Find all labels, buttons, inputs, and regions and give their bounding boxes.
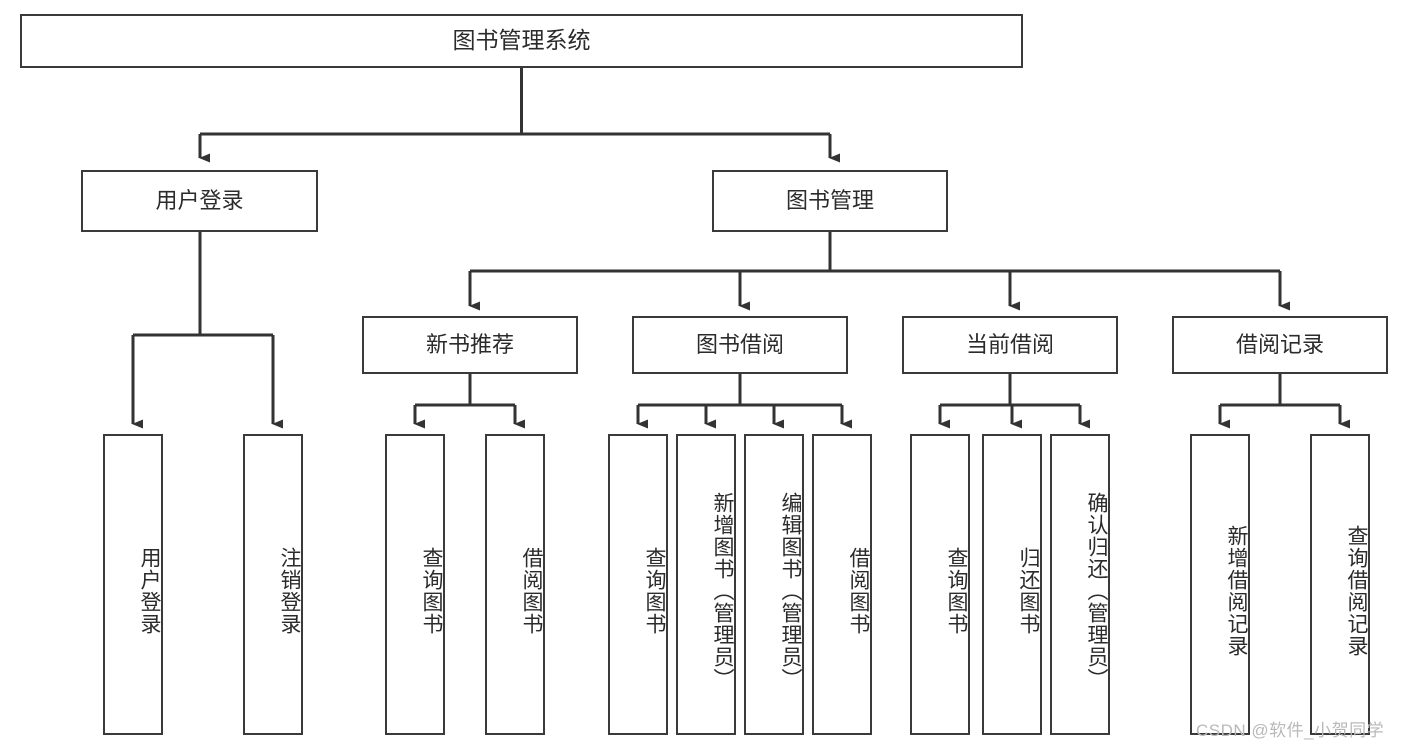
node-root[interactable]: 图书管理系统 xyxy=(20,14,1023,68)
node-leaf-query-book-2-label: 查询图书 xyxy=(643,546,666,635)
node-leaf-query-book-1[interactable]: 查询图书 xyxy=(385,434,445,735)
node-leaf-query-book-2[interactable]: 查询图书 xyxy=(608,434,668,735)
csdn-watermark: CSDN @软件_小贺同学 xyxy=(1196,721,1385,740)
node-leaf-edit-book[interactable]: 编辑图书（管理员） xyxy=(744,434,804,735)
node-user-login-label: 用户登录 xyxy=(155,188,244,214)
node-leaf-edit-book-label: 编辑图书（管理员） xyxy=(779,491,802,690)
node-leaf-user-login-label: 用户登录 xyxy=(138,546,161,635)
node-book-management-label: 图书管理 xyxy=(785,188,874,214)
node-leaf-query-book-3-label: 查询图书 xyxy=(945,546,968,635)
node-leaf-user-login[interactable]: 用户登录 xyxy=(103,434,163,735)
node-book-borrow-label: 图书借阅 xyxy=(695,332,784,358)
node-borrow-record-label: 借阅记录 xyxy=(1235,332,1324,358)
node-leaf-borrow-book-2-label: 借阅图书 xyxy=(847,546,870,635)
node-leaf-borrow-book-1-label: 借阅图书 xyxy=(520,546,543,635)
node-leaf-confirm-return[interactable]: 确认归还（管理员） xyxy=(1050,434,1110,735)
node-book-borrow[interactable]: 图书借阅 xyxy=(632,316,848,374)
node-new-book-recommend[interactable]: 新书推荐 xyxy=(362,316,578,374)
node-leaf-borrow-book-1[interactable]: 借阅图书 xyxy=(485,434,545,735)
node-leaf-query-book-1-label: 查询图书 xyxy=(420,546,443,635)
node-leaf-add-book-label: 新增图书（管理员） xyxy=(711,491,734,690)
node-user-login[interactable]: 用户登录 xyxy=(81,170,318,232)
node-current-borrow[interactable]: 当前借阅 xyxy=(902,316,1118,374)
node-book-management[interactable]: 图书管理 xyxy=(712,170,948,232)
node-leaf-query-borrow-record[interactable]: 查询借阅记录 xyxy=(1310,434,1370,735)
node-borrow-record[interactable]: 借阅记录 xyxy=(1172,316,1388,374)
node-leaf-add-borrow-record[interactable]: 新增借阅记录 xyxy=(1190,434,1250,735)
node-current-borrow-label: 当前借阅 xyxy=(965,332,1054,358)
node-new-book-recommend-label: 新书推荐 xyxy=(425,332,514,358)
node-leaf-return-book-label: 归还图书 xyxy=(1017,546,1040,635)
node-leaf-query-book-3[interactable]: 查询图书 xyxy=(910,434,970,735)
node-leaf-add-book[interactable]: 新增图书（管理员） xyxy=(676,434,736,735)
node-root-label: 图书管理系统 xyxy=(452,27,591,54)
node-leaf-return-book[interactable]: 归还图书 xyxy=(982,434,1042,735)
node-leaf-borrow-book-2[interactable]: 借阅图书 xyxy=(812,434,872,735)
node-leaf-confirm-return-label: 确认归还（管理员） xyxy=(1085,491,1108,690)
node-leaf-add-borrow-record-label: 新增借阅记录 xyxy=(1225,524,1248,657)
node-leaf-query-borrow-record-label: 查询借阅记录 xyxy=(1345,524,1368,657)
node-leaf-user-logout[interactable]: 注销登录 xyxy=(243,434,303,735)
node-leaf-user-logout-label: 注销登录 xyxy=(278,546,301,635)
